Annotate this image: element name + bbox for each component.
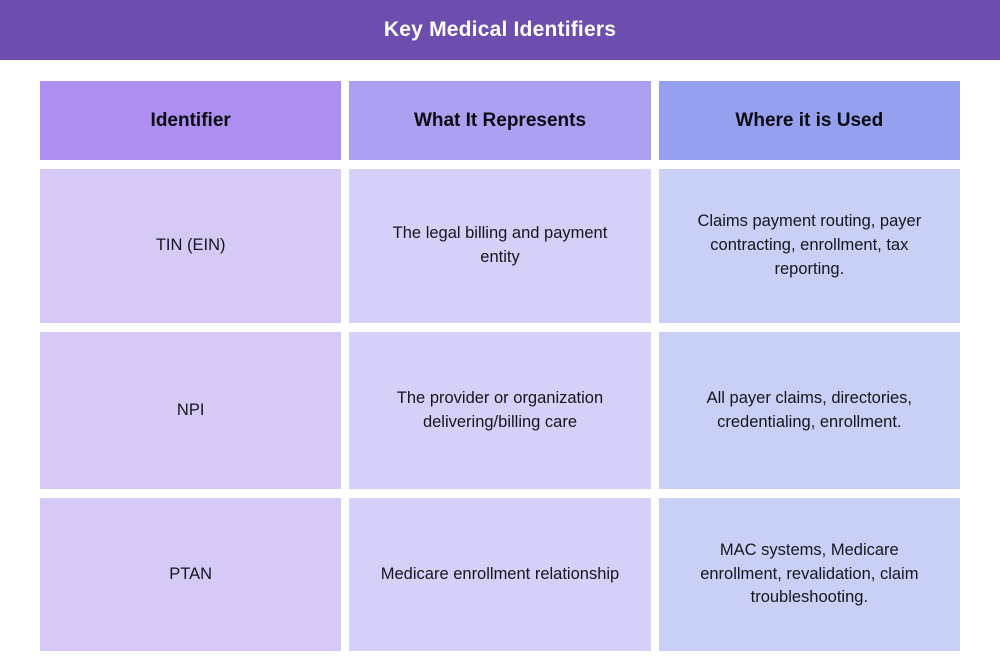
cell-tin-used: Claims payment routing, payer contractin… bbox=[658, 169, 960, 323]
cell-npi-used: All payer claims, directories, credentia… bbox=[658, 332, 960, 489]
page-title: Key Medical Identifiers bbox=[383, 18, 617, 41]
cell-npi-identifier: NPI bbox=[40, 332, 342, 489]
column-header-where-it-is-used: Where it is Used bbox=[658, 81, 960, 160]
column-header-identifier: Identifier bbox=[40, 81, 342, 160]
cell-ptan-used: MAC systems, Medicare enrollment, revali… bbox=[658, 498, 960, 651]
identifiers-table: Identifier What It Represents Where it i… bbox=[40, 81, 960, 651]
column-header-what-it-represents: What It Represents bbox=[349, 81, 651, 160]
title-banner: Key Medical Identifiers bbox=[0, 0, 1000, 60]
cell-ptan-identifier: PTAN bbox=[40, 498, 342, 651]
cell-tin-represents: The legal billing and payment entity bbox=[349, 169, 651, 323]
cell-npi-represents: The provider or organization delivering/… bbox=[349, 332, 651, 489]
cell-tin-identifier: TIN (EIN) bbox=[40, 169, 342, 323]
cell-ptan-represents: Medicare enrollment relationship bbox=[349, 498, 651, 651]
